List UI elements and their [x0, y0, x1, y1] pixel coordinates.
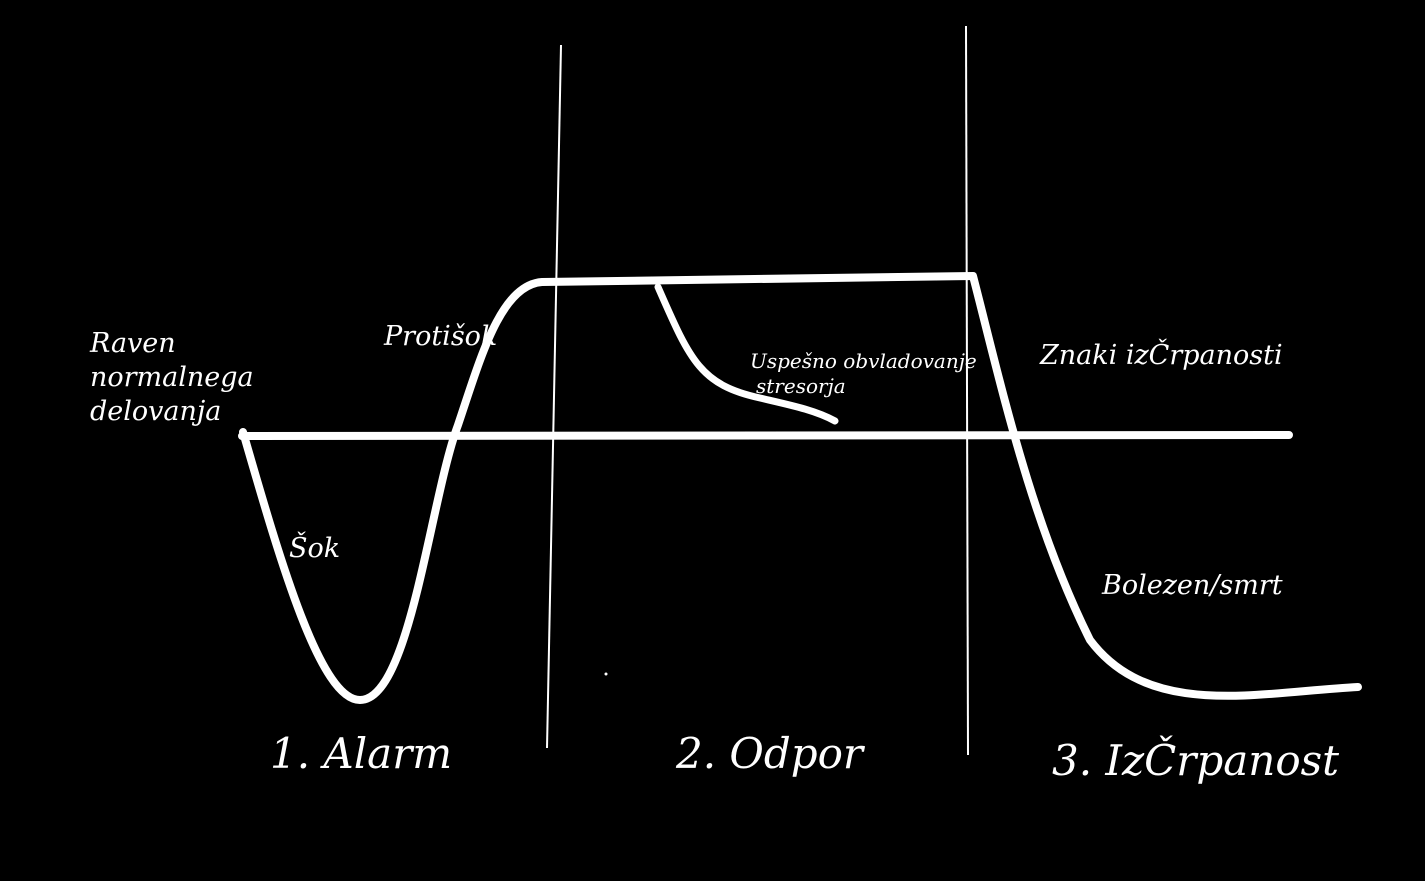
exhaustion-signs-label: Znaki izČrpanosti: [1039, 337, 1283, 371]
normal-level-label-line3: delovanja: [90, 396, 221, 427]
stray-dot: [604, 672, 608, 676]
phase-divider-alarm-resistance: [546, 44, 562, 749]
countershock-label: Protišok: [383, 321, 497, 352]
normal-level-label-line1: Raven: [89, 328, 176, 359]
phase-resistance-title: 2. Odpor: [675, 729, 866, 778]
successful-coping-curve: [654, 283, 839, 425]
phase-alarm-title: 1. Alarm: [270, 729, 452, 778]
shock-label: Šok: [289, 530, 340, 564]
successful-coping-label-line1: Uspešno obvladovanje: [750, 349, 977, 373]
normal-level-baseline: [238, 431, 1293, 440]
phase-divider-resistance-exhaustion: [965, 25, 969, 756]
successful-coping-label-line2: stresorja: [756, 374, 846, 398]
normal-level-label-line2: normalnega: [90, 362, 254, 393]
stress-response-curve: [239, 272, 1362, 704]
illness-death-label: Bolezen/smrt: [1101, 570, 1283, 601]
phase-exhaustion-title: 3. IzČrpanost: [1052, 735, 1339, 785]
